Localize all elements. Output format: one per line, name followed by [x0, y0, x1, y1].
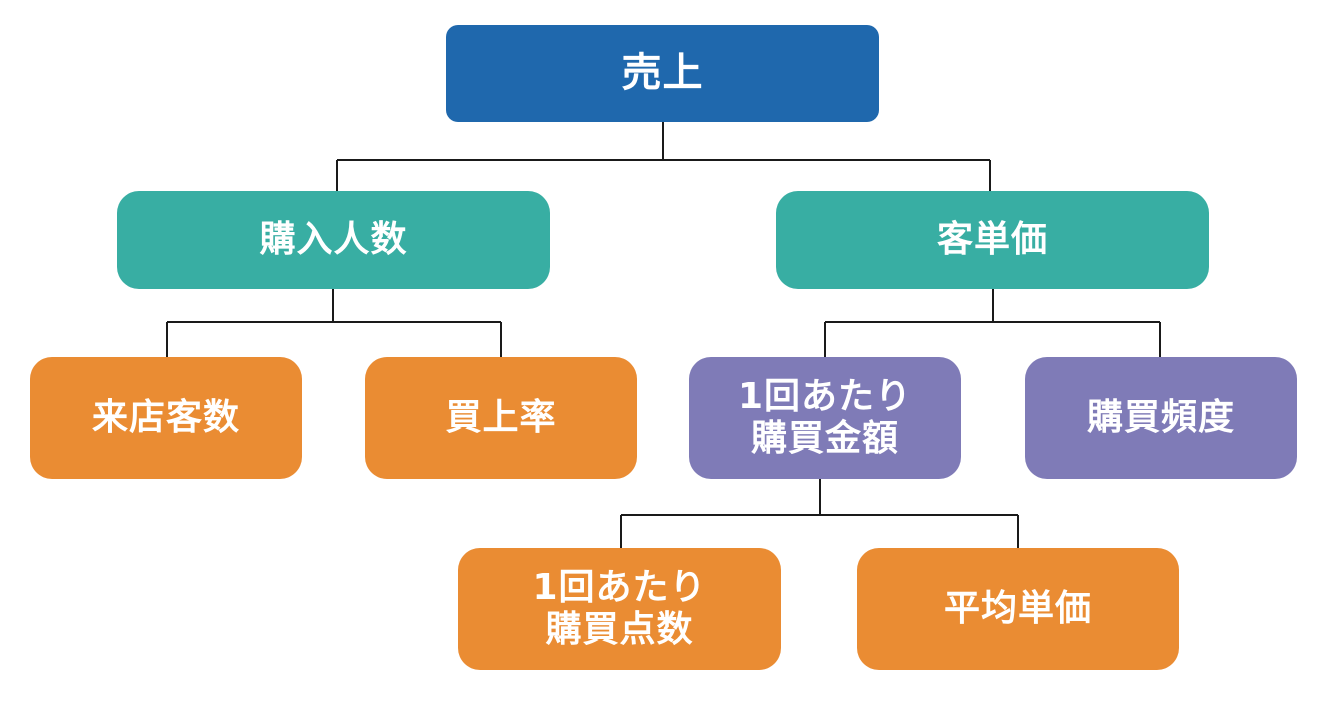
node-items-per-purchase: 1回あたり 購買点数 — [458, 548, 781, 670]
connector-sales — [336, 122, 991, 191]
node-sales: 売上 — [446, 25, 879, 122]
node-items-per-purchase-line2: 購買点数 — [545, 609, 694, 650]
node-spend-per-purchase-line2: 購買金額 — [750, 418, 899, 459]
node-buyers: 購入人数 — [117, 191, 550, 289]
connector-buyers — [166, 289, 502, 357]
node-unit-price-label: 客単価 — [936, 218, 1048, 260]
node-spend-per-purchase-line1: 1回あたり — [737, 375, 913, 417]
node-spend-per-purchase: 1回あたり 購買金額 — [689, 357, 961, 479]
node-purchase-frequency-label: 購買頻度 — [1086, 396, 1235, 438]
node-visitors-label: 来店客数 — [91, 396, 240, 438]
node-items-per-purchase-line1: 1回あたり — [532, 566, 707, 608]
connector-unit-price — [824, 289, 1161, 357]
node-purchase-frequency: 購買頻度 — [1025, 357, 1297, 479]
node-visitors: 来店客数 — [30, 357, 302, 479]
node-average-item-price: 平均単価 — [857, 548, 1179, 670]
node-unit-price: 客単価 — [776, 191, 1209, 289]
connector-spend — [620, 479, 1019, 548]
node-buyers-label: 購入人数 — [259, 218, 408, 260]
node-conversion-rate: 買上率 — [365, 357, 637, 479]
node-conversion-rate-label: 買上率 — [445, 396, 557, 438]
node-sales-label: 売上 — [621, 49, 704, 96]
node-average-item-price-label: 平均単価 — [943, 587, 1092, 629]
